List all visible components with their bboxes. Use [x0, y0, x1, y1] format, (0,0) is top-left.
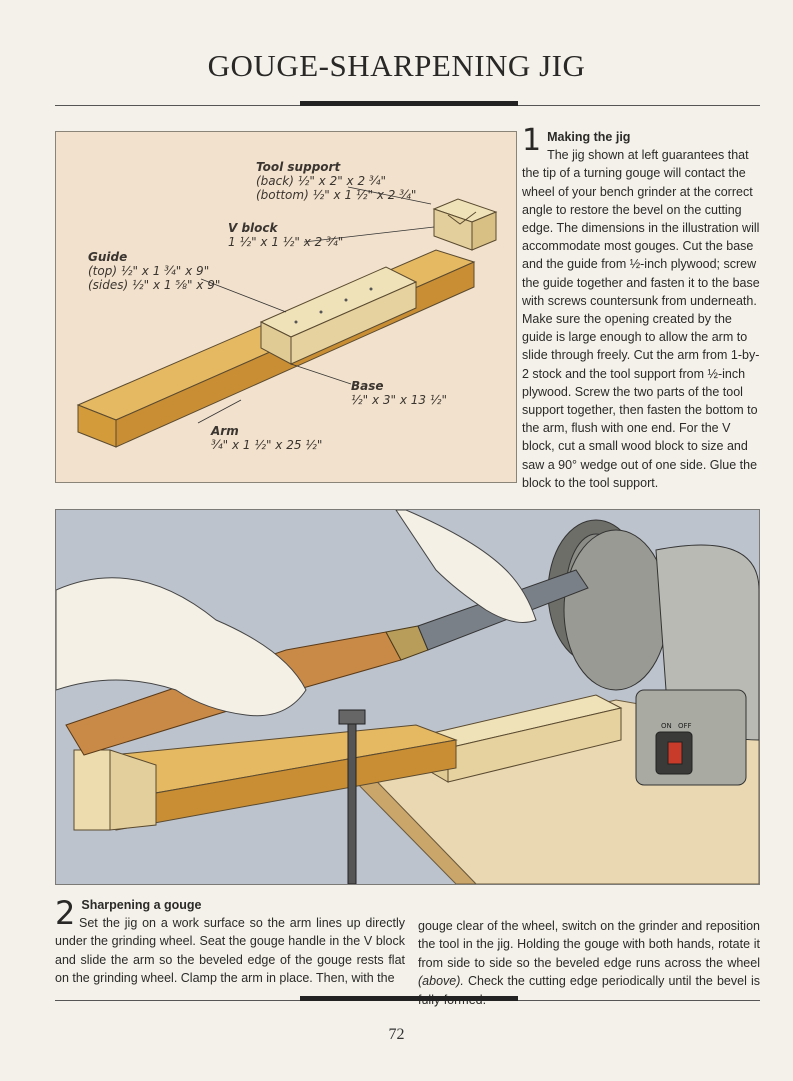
label-tool-support: Tool support (back) ½" x 2" x 2 ¾" (bott… — [256, 160, 417, 202]
jig-illustration: Tool support (back) ½" x 2" x 2 ¾" (bott… — [55, 131, 517, 483]
step-2-body-right: gouge clear of the wheel, switch on the … — [418, 917, 760, 1009]
sharpening-illustration: ON OFF — [55, 509, 760, 885]
jig-drawing — [76, 186, 498, 448]
label-v-block: V block 1 ½" x 1 ½" x 2 ¾" — [228, 221, 344, 249]
grinding-wheel — [563, 529, 669, 691]
label-base: Base ½" x 3" x 13 ½" — [351, 379, 447, 407]
step-2-body-right-em: (above). — [418, 974, 464, 989]
switch-on-label: ON — [661, 722, 672, 730]
step-2-heading: Sharpening a gouge — [81, 898, 202, 912]
label-guide: Guide (top) ½" x 1 ¾" x 9" (sides) ½" x … — [88, 250, 221, 292]
step-1-body: The jig shown at left guarantees that th… — [522, 148, 760, 490]
step-2-body-left: Set the jig on a work surface so the arm… — [55, 916, 405, 986]
left-hand — [395, 510, 537, 623]
page-title: GOUGE-SHARPENING JIG — [207, 48, 586, 83]
title-rule-accent — [300, 101, 518, 106]
step-2-header: 2 Sharpening a gouge — [55, 896, 435, 930]
sharpening-drawing: ON OFF — [56, 510, 759, 884]
step-2-number: 2 — [55, 894, 76, 932]
step-1: 1 Making the jig The jig shown at left g… — [522, 123, 762, 492]
step-2-body-right-b: Check the cutting edge periodically unti… — [418, 974, 760, 1006]
label-arm: Arm ¾" x 1 ½" x 25 ½" — [211, 424, 323, 452]
footer-rule-accent — [300, 996, 518, 1001]
page-number: 72 — [388, 1026, 405, 1043]
step-1-number: 1 — [522, 123, 542, 158]
step-2-body-right-a: gouge clear of the wheel, switch on the … — [418, 919, 760, 970]
step-1-heading: Making the jig — [547, 130, 631, 144]
switch-off-label: OFF — [678, 722, 692, 730]
right-hand — [56, 577, 307, 717]
